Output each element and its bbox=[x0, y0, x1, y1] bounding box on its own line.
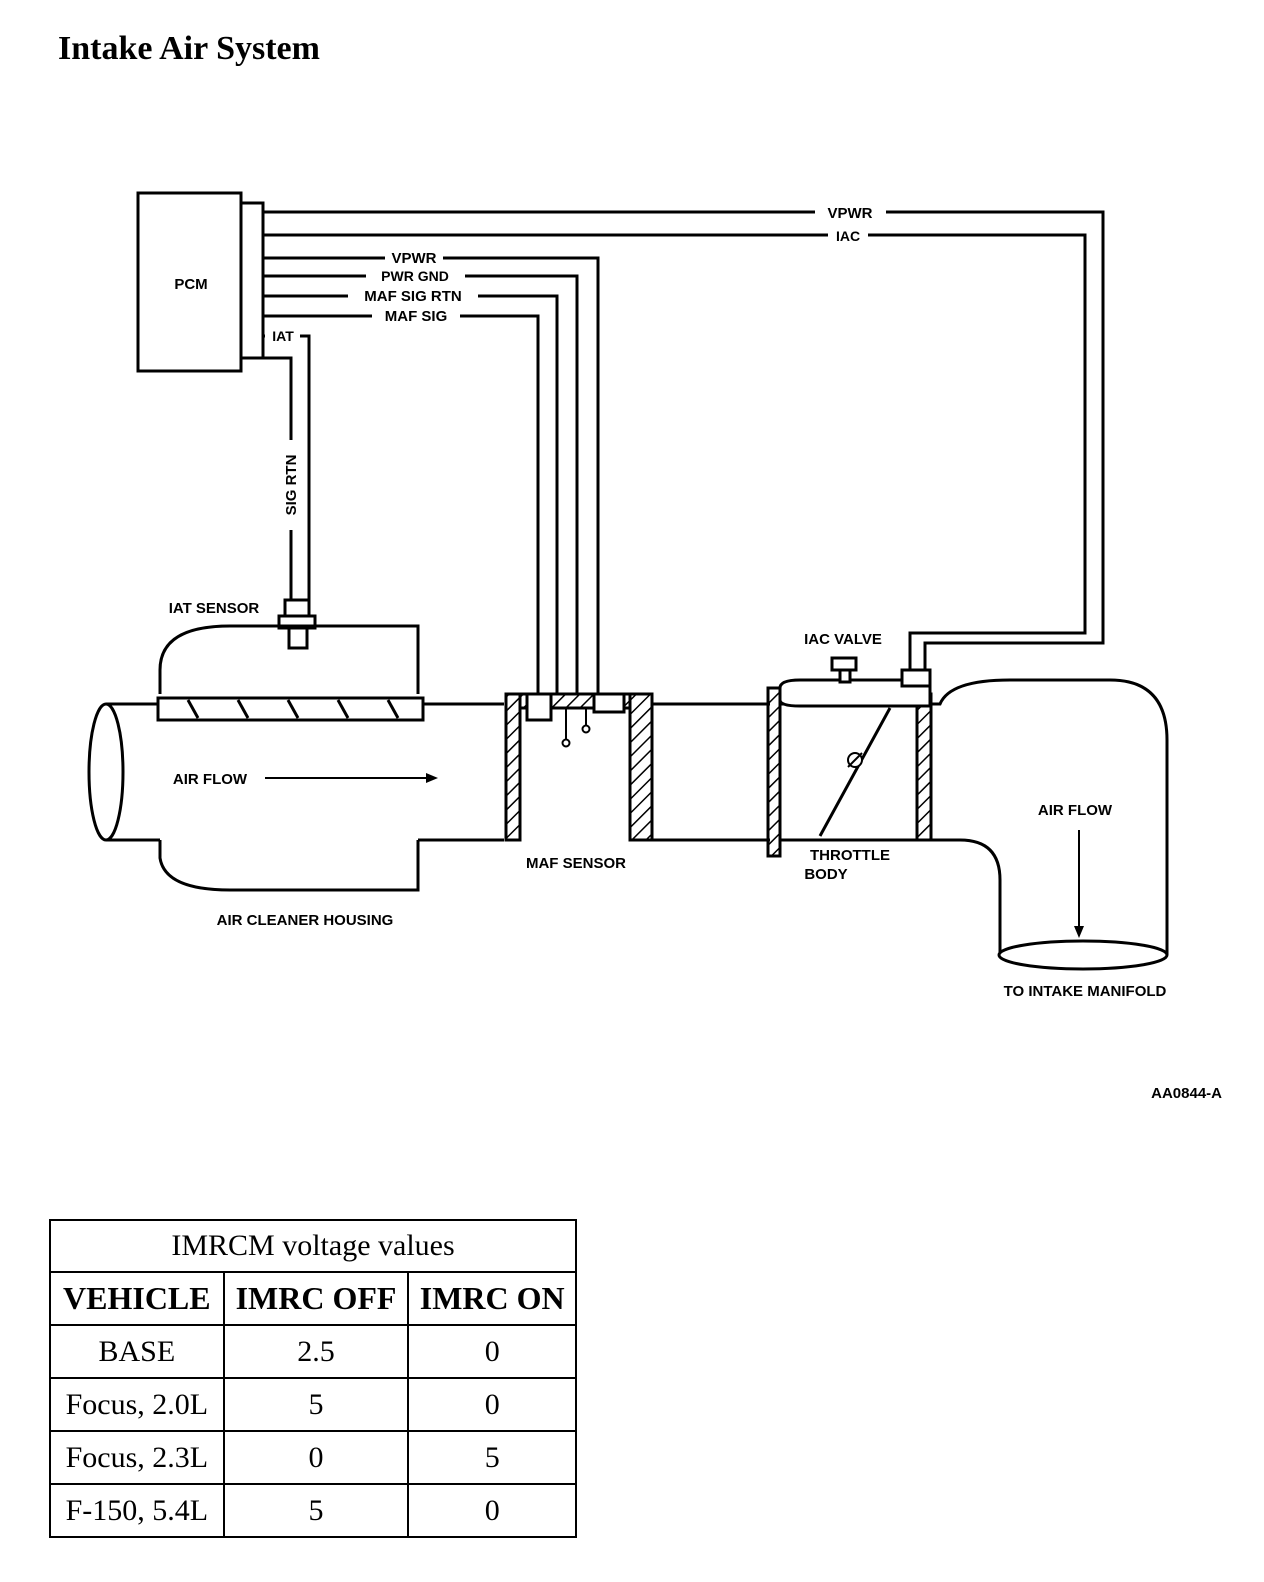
label-vpwr-top: VPWR bbox=[828, 205, 873, 222]
cell-imrc-off: 5 bbox=[222, 1483, 410, 1538]
wire-iat-right bbox=[300, 334, 311, 600]
label-vpwr: VPWR bbox=[392, 250, 437, 267]
iat-sensor bbox=[277, 598, 317, 650]
cell-imrc-on: 0 bbox=[407, 1377, 577, 1432]
label-air-cleaner-housing: AIR CLEANER HOUSING bbox=[217, 912, 394, 929]
page-title: Intake Air System bbox=[58, 30, 320, 67]
cell-imrc-off: 5 bbox=[222, 1377, 410, 1432]
wire-vpwr-top-right bbox=[886, 210, 1105, 670]
cell-vehicle: BASE bbox=[49, 1324, 225, 1379]
label-throttle-line1: THROTTLE bbox=[810, 847, 890, 864]
label-iat: IAT bbox=[272, 328, 294, 344]
cell-imrc-on: 0 bbox=[407, 1324, 577, 1379]
table-row: BASE 2.5 0 bbox=[49, 1324, 577, 1379]
label-maf-sig-rtn: MAF SIG RTN bbox=[364, 288, 462, 305]
wiring bbox=[263, 210, 1105, 693]
intake-elbow bbox=[931, 678, 1169, 971]
cell-vehicle: Focus, 2.3L bbox=[49, 1430, 225, 1485]
wire-sig-rtn bbox=[263, 356, 293, 440]
throttle-body bbox=[766, 686, 933, 858]
label-iac-valve: IAC VALVE bbox=[804, 631, 882, 648]
header-vehicle: VEHICLE bbox=[49, 1271, 225, 1326]
imrcm-voltage-table: IMRCM voltage values VEHICLE IMRC OFF IM… bbox=[49, 1219, 577, 1538]
cell-imrc-on: 5 bbox=[407, 1430, 577, 1485]
table-row: Focus, 2.0L 5 0 bbox=[49, 1377, 577, 1432]
label-maf-sensor: MAF SENSOR bbox=[526, 855, 626, 872]
cell-imrc-off: 0 bbox=[222, 1430, 410, 1485]
wire-pwr-gnd-right bbox=[465, 274, 579, 693]
header-imrc-off: IMRC OFF bbox=[222, 1271, 410, 1326]
table-row: F-150, 5.4L 5 0 bbox=[49, 1483, 577, 1538]
maf-sensor bbox=[504, 692, 770, 842]
cell-imrc-off: 2.5 bbox=[222, 1324, 410, 1379]
pcm-module: PCM bbox=[136, 191, 265, 373]
label-to-intake-manifold: TO INTAKE MANIFOLD bbox=[1004, 983, 1167, 1000]
cell-imrc-on: 0 bbox=[407, 1483, 577, 1538]
label-iac: IAC bbox=[836, 228, 860, 244]
iac-valve bbox=[778, 656, 932, 708]
pcm-label: PCM bbox=[174, 276, 207, 293]
label-air-flow-right: AIR FLOW bbox=[1038, 802, 1113, 819]
cell-vehicle: Focus, 2.0L bbox=[49, 1377, 225, 1432]
air-cleaner-housing bbox=[87, 624, 504, 892]
wire-vpwr-maf-right bbox=[443, 256, 600, 693]
table-caption: IMRCM voltage values bbox=[49, 1219, 577, 1273]
air-filter-element bbox=[156, 696, 425, 722]
air-flow-arrowhead-right bbox=[1074, 926, 1084, 938]
figure-code: AA0844-A bbox=[1151, 1085, 1222, 1102]
table-caption-row: IMRCM voltage values bbox=[49, 1219, 577, 1273]
intake-air-system-diagram: PCM VPWR IAC VPWR PWR GND MAF SIG RTN MA… bbox=[87, 191, 1222, 1102]
table-row: Focus, 2.3L 0 5 bbox=[49, 1430, 577, 1485]
label-iat-sensor: IAT SENSOR bbox=[169, 600, 260, 617]
air-flow-arrowhead-left bbox=[426, 773, 438, 783]
header-imrc-on: IMRC ON bbox=[407, 1271, 577, 1326]
wire-maf-sig-rtn-right bbox=[478, 294, 559, 693]
label-air-flow-left: AIR FLOW bbox=[173, 771, 248, 788]
wire-maf-sig-right bbox=[460, 314, 540, 693]
cell-vehicle: F-150, 5.4L bbox=[49, 1483, 225, 1538]
wire-iac-right bbox=[868, 233, 1087, 670]
label-maf-sig: MAF SIG bbox=[385, 308, 448, 325]
label-throttle-line2: BODY bbox=[804, 866, 847, 883]
table-header-row: VEHICLE IMRC OFF IMRC ON bbox=[49, 1271, 577, 1326]
label-sig-rtn: SIG RTN bbox=[283, 455, 300, 516]
label-pwr-gnd: PWR GND bbox=[381, 268, 449, 284]
